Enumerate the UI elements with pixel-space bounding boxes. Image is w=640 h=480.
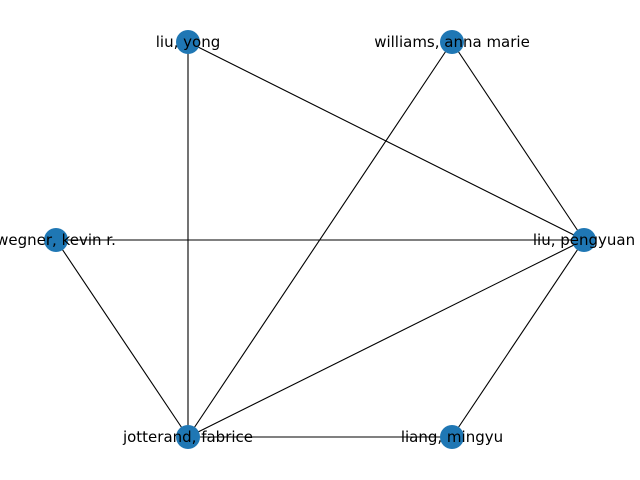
node-label-liu-yong: liu, yong xyxy=(156,33,220,51)
node-liang xyxy=(440,425,464,449)
node-label-williams: williams, anna marie xyxy=(374,33,530,51)
node-label-jotterand: jotterand, fabrice xyxy=(122,428,253,446)
labels-layer: liu, yong williams, anna marie wegner, kev… xyxy=(0,33,635,446)
edge-williams-liu-pengyuan xyxy=(451,41,585,241)
edge-liu-pengyuan-liang xyxy=(451,239,585,438)
edge-wegner-jotterand xyxy=(55,239,189,438)
node-jotterand xyxy=(176,425,200,449)
nodes-layer xyxy=(44,30,596,449)
node-label-liang: liang, mingyu xyxy=(401,428,503,446)
node-williams xyxy=(440,30,464,54)
edge-liu-pengyuan-jotterand xyxy=(187,239,585,438)
node-label-wegner: wegner, kevin r. xyxy=(0,231,116,249)
node-liu-yong xyxy=(176,30,200,54)
node-liu-pengyuan xyxy=(572,228,596,252)
edges-layer xyxy=(55,41,585,438)
node-label-liu-pengyuan: liu, pengyuan xyxy=(533,231,635,249)
node-wegner xyxy=(44,228,68,252)
